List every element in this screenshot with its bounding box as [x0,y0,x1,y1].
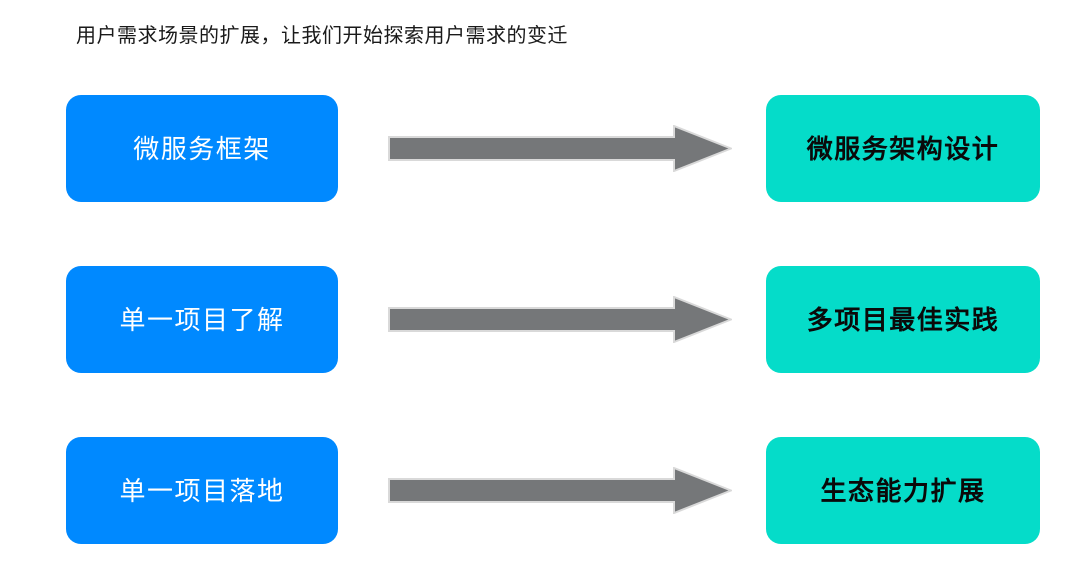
target-box-label: 多项目最佳实践 [806,304,1000,335]
transition-row: 微服务框架 微服务架构设计 [0,95,1080,202]
page-title: 用户需求场景的扩展，让我们开始探索用户需求的变迁 [76,25,568,47]
target-box-label: 微服务架构设计 [806,133,1000,164]
source-box-3[interactable]: 单一项目落地 [66,437,338,544]
target-box-3[interactable]: 生态能力扩展 [766,437,1040,544]
target-box-1[interactable]: 微服务架构设计 [766,95,1040,202]
source-box-label: 微服务框架 [133,133,271,164]
right-arrow-icon [388,125,732,172]
transition-row: 单一项目了解 多项目最佳实践 [0,266,1080,373]
target-box-2[interactable]: 多项目最佳实践 [766,266,1040,373]
right-arrow-icon [388,296,732,343]
source-box-1[interactable]: 微服务框架 [66,95,338,202]
target-box-label: 生态能力扩展 [820,475,986,506]
transition-row: 单一项目落地 生态能力扩展 [0,437,1080,544]
source-box-label: 单一项目了解 [119,304,285,335]
right-arrow-icon [388,467,732,514]
source-box-label: 单一项目落地 [119,475,285,506]
source-box-2[interactable]: 单一项目了解 [66,266,338,373]
